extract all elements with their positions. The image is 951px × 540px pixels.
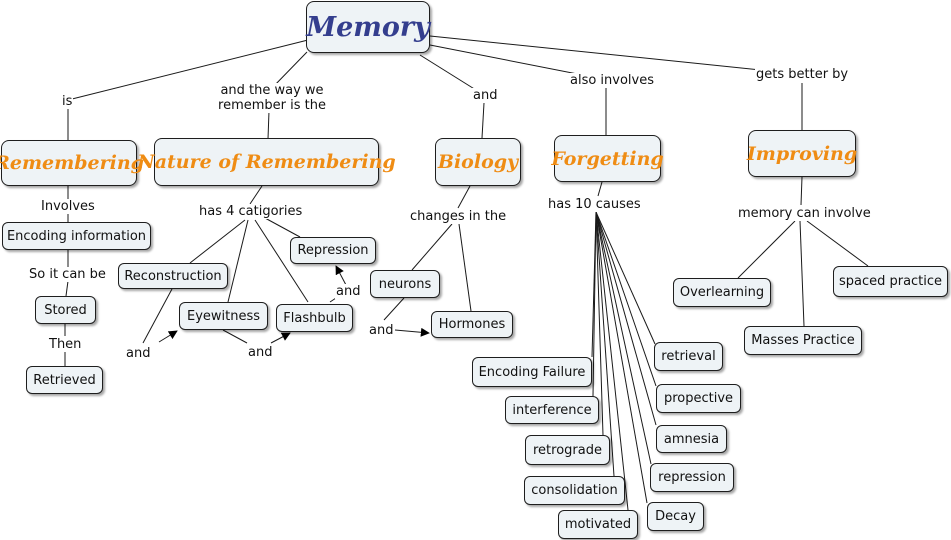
link-label-and-recon-eye: and: [125, 346, 152, 361]
link-label-then: Then: [48, 337, 83, 352]
hormones-label: Hormones: [438, 317, 506, 332]
retrograde-label: retrograde: [533, 442, 602, 458]
forgetting-node-label: Forgetting: [551, 147, 664, 170]
nature-of-remembering-node[interactable]: Nature of Remembering: [137, 138, 396, 186]
interference-node[interactable]: interference: [505, 396, 599, 424]
link-label-and-flash-repr: and: [335, 284, 362, 299]
retrieval-label: retrieval: [661, 349, 716, 364]
nature-of-remembering-node-label: Nature of Remembering: [137, 151, 396, 173]
interference-label: interference: [512, 402, 592, 418]
consolidation-node[interactable]: consolidation: [524, 476, 625, 505]
encoding-failure-node[interactable]: Encoding Failure: [472, 357, 592, 387]
biology-node-label: Biology: [437, 151, 519, 173]
masses-practice-label: Masses Practice: [751, 333, 855, 348]
repression-label: Repression: [297, 243, 369, 258]
improving-node[interactable]: Improving: [746, 130, 858, 177]
link-label-and-eye-flash: and: [247, 345, 274, 360]
improving-node-label: Improving: [746, 142, 858, 165]
amnesia-node[interactable]: amnesia: [656, 425, 727, 453]
stored-node[interactable]: Stored: [35, 296, 96, 324]
link-label-and-neur-horm: and: [368, 323, 395, 338]
stored-label: Stored: [44, 302, 87, 318]
masses-practice-node[interactable]: Masses Practice: [744, 326, 862, 355]
decay-node[interactable]: Decay: [647, 502, 704, 531]
propective-label: propective: [663, 391, 734, 406]
remembering-node-label: Remembering: [0, 152, 144, 174]
reconstruction-label: Reconstruction: [124, 268, 222, 284]
consolidation-label: consolidation: [531, 483, 618, 498]
overlearning-node[interactable]: Overlearning: [673, 278, 771, 307]
memory-node[interactable]: Memory: [306, 1, 430, 53]
neurons-label: neurons: [378, 276, 432, 292]
memory-node-label: Memory: [306, 11, 430, 43]
overlearning-label: Overlearning: [679, 285, 765, 300]
link-label-also-involves: also involves: [569, 73, 656, 88]
biology-node[interactable]: Biology: [435, 138, 521, 186]
forgetting-node[interactable]: Forgetting: [551, 135, 664, 182]
encoding-failure-label: Encoding Failure: [478, 364, 586, 380]
link-label-has-10-causes: has 10 causes: [547, 197, 642, 212]
remembering-node[interactable]: Remembering: [0, 140, 144, 186]
link-label-has-4-catigories: has 4 catigories: [198, 204, 304, 219]
eyewitness-label: Eyewitness: [186, 308, 261, 324]
eyewitness-node[interactable]: Eyewitness: [179, 302, 268, 330]
motivated-node[interactable]: motivated: [558, 510, 638, 539]
link-label-involves: Involves: [40, 199, 96, 214]
link-label-way-remember: and the way we remember is the: [215, 83, 329, 113]
reconstruction-node[interactable]: Reconstruction: [118, 263, 228, 289]
link-label-is: is: [61, 94, 74, 109]
encoding-information-node[interactable]: Encoding information: [2, 222, 151, 250]
link-label-so-it-can-be: So it can be: [28, 267, 107, 282]
motivated-label: motivated: [564, 517, 632, 532]
propective-node[interactable]: propective: [656, 384, 741, 413]
retrieved-node[interactable]: Retrieved: [26, 366, 103, 394]
repression-cause-node[interactable]: repression: [650, 463, 734, 492]
link-label-memory-can-involve: memory can involve: [737, 206, 872, 221]
flashbulb-label: Flashbulb: [283, 310, 346, 326]
retrieved-label: Retrieved: [33, 372, 96, 388]
encoding-information-label: Encoding information: [6, 228, 147, 244]
link-label-and-biology: and: [472, 88, 499, 103]
repression-cause-label: repression: [658, 470, 726, 485]
hormones-node[interactable]: Hormones: [431, 311, 513, 338]
neurons-node[interactable]: neurons: [370, 270, 440, 298]
repression-node[interactable]: Repression: [290, 237, 376, 264]
amnesia-label: amnesia: [663, 431, 720, 447]
retrograde-node[interactable]: retrograde: [525, 435, 610, 465]
spaced-practice-label: spaced practice: [838, 274, 943, 289]
decay-label: Decay: [655, 509, 696, 524]
flashbulb-node[interactable]: Flashbulb: [276, 304, 353, 332]
retrieval-node[interactable]: retrieval: [654, 342, 723, 371]
link-label-changes-in-the: changes in the: [409, 209, 508, 224]
link-label-gets-better-by: gets better by: [755, 67, 850, 82]
spaced-practice-node[interactable]: spaced practice: [833, 266, 948, 297]
